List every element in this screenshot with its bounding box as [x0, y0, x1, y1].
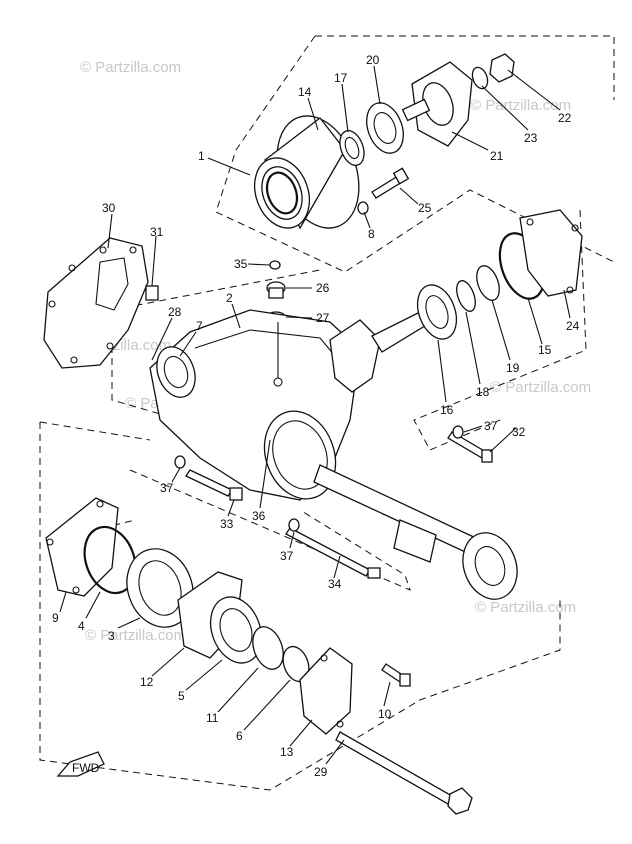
- callout-6: 6: [236, 729, 243, 743]
- shim-part-11: [252, 626, 284, 670]
- fwd-arrow-icon: FWD: [56, 751, 105, 777]
- gasket-part-9: [45, 497, 119, 597]
- callout-16: 16: [440, 403, 454, 417]
- gasket-part-30: [43, 237, 149, 369]
- watermark: © Partzilla.com: [80, 59, 181, 76]
- callout-28: 28: [168, 305, 182, 319]
- callout-3: 3: [108, 629, 115, 643]
- callout-30: 30: [102, 201, 116, 215]
- callout-labels: 1 14 17 20 21 22 23 25 8 30 31 35 26 27 …: [52, 53, 580, 779]
- callout-37: 37: [160, 481, 174, 495]
- drive-shaft-part-36: [313, 464, 518, 600]
- callout-31: 31: [150, 225, 164, 239]
- callout-23: 23: [524, 131, 538, 145]
- callout-19: 19: [506, 361, 520, 375]
- watermark: © Partzilla.com: [85, 627, 186, 644]
- callout-37: 37: [280, 549, 294, 563]
- fwd-label: FWD: [72, 761, 100, 775]
- callout-7: 7: [196, 319, 203, 333]
- watermark: © Partzilla.com: [475, 599, 576, 616]
- callout-26: 26: [316, 281, 330, 295]
- dowel-part-31: [145, 285, 159, 301]
- bearing-part-20: [366, 102, 404, 154]
- callout-2: 2: [226, 291, 233, 305]
- callout-33: 33: [220, 517, 234, 531]
- callout-8: 8: [368, 227, 375, 241]
- washer-part-8: [357, 201, 369, 215]
- pinion-gear-part-16: [329, 311, 429, 393]
- callout-35: 35: [234, 257, 248, 271]
- bolt-part-25: [371, 167, 410, 199]
- callout-15: 15: [538, 343, 552, 357]
- watermark: © Partzilla.com: [470, 97, 571, 114]
- leader-lines: [59, 65, 571, 765]
- plug-part-26: [266, 281, 286, 299]
- housing-part-3: [126, 548, 194, 628]
- flange-part-21: [401, 61, 473, 147]
- callout-5: 5: [178, 689, 185, 703]
- callout-14: 14: [298, 85, 312, 99]
- gasket-part-24: [519, 209, 583, 297]
- seal-part-17: [339, 130, 365, 166]
- nut-part-22: [489, 53, 515, 83]
- callout-36: 36: [252, 509, 266, 523]
- bolt-part-33: [185, 469, 243, 501]
- bolt-part-29: [335, 731, 473, 815]
- callout-4: 4: [78, 619, 85, 633]
- spacer-part-18: [456, 280, 476, 312]
- o-ring-part-4: [83, 525, 137, 595]
- bearing-part-16: [416, 284, 458, 340]
- gear-case-part-2: [149, 309, 361, 501]
- callout-11: 11: [206, 711, 219, 725]
- bolt-part-34: [285, 527, 381, 579]
- callout-34: 34: [328, 577, 342, 591]
- callout-18: 18: [476, 385, 490, 399]
- callout-25: 25: [418, 201, 432, 215]
- callout-29: 29: [314, 765, 328, 779]
- washer-part-37: [174, 425, 464, 532]
- callout-21: 21: [490, 149, 504, 163]
- bearing-housing-part-1: [253, 115, 360, 230]
- bolt-part-10: [381, 663, 411, 687]
- callout-12: 12: [140, 675, 154, 689]
- callout-9: 9: [52, 611, 59, 625]
- callout-22: 22: [558, 111, 572, 125]
- bearing-part-5: [209, 596, 263, 664]
- callout-13: 13: [280, 745, 294, 759]
- callout-32: 32: [512, 425, 526, 439]
- callout-1: 1: [198, 149, 205, 163]
- washer-part-23: [471, 66, 489, 90]
- callout-17: 17: [334, 71, 348, 85]
- callout-20: 20: [366, 53, 380, 67]
- cover-part-13: [299, 647, 353, 735]
- watermark: © Partzilla.com: [490, 379, 591, 396]
- callout-27: 27: [316, 311, 330, 325]
- plug-part-35: [269, 260, 281, 270]
- callout-24: 24: [566, 319, 580, 333]
- shim-part-19: [476, 265, 500, 301]
- callout-37: 37: [484, 419, 498, 433]
- callout-10: 10: [378, 707, 392, 721]
